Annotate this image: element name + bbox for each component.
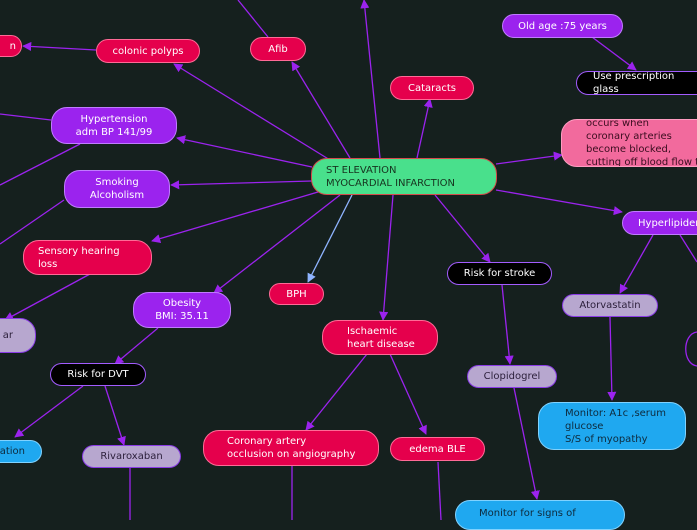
node-heart-attack-definition[interactable]: Heart attack that occurs when coronary a… (561, 119, 697, 167)
node-monitor-for-signs-label: Monitor for signs of (479, 508, 576, 519)
node-left-partial-2[interactable]: ar (0, 318, 36, 353)
node-monitor-a1c-label: Monitor: A1c ,serum glucose S/S of myopa… (565, 407, 666, 445)
node-clopidogrel-label: Clopidogrel (483, 371, 541, 382)
link-center-smoking (170, 180, 313, 190)
link-center-afib (291, 61, 351, 159)
node-left-partial-2-label: ar (2, 330, 13, 341)
link-center-bph (307, 194, 353, 283)
center-node-label: ST ELEVATION MYOCARDIAL INFARCTION (326, 164, 456, 189)
node-left-partial-1[interactable]: n (0, 35, 22, 57)
node-bph[interactable]: BPH (269, 283, 324, 305)
link-center-heart-attack (495, 151, 563, 165)
node-use-prescription-glasses[interactable]: Use prescription glass (576, 71, 697, 95)
link-center-hypertension (176, 135, 313, 168)
node-bph-label: BPH (286, 288, 307, 300)
link-stroke-clopidogrel (501, 284, 514, 365)
node-hypertension-label: Hypertension adm BP 141/99 (75, 113, 153, 138)
link-center-hyperlipidemia (495, 189, 623, 216)
node-colonic-polyps-label: colonic polyps (112, 45, 184, 57)
node-smoking-label: Smoking Alcoholism (89, 177, 145, 201)
node-rivaroxaban[interactable]: Rivaroxaban (82, 445, 181, 468)
node-risk-for-dvt[interactable]: Risk for DVT (50, 363, 146, 386)
link-hypertension-left-2 (0, 143, 81, 186)
node-edema-ble[interactable]: edema BLE (390, 437, 485, 461)
node-risk-for-stroke-label: Risk for stroke (463, 268, 536, 279)
link-hyperlipidemia-right (679, 234, 697, 263)
link-colonic-left (22, 41, 97, 51)
node-left-partial-3-label: ation (0, 446, 25, 457)
link-center-obesity (213, 194, 341, 294)
node-ischaemic-heart-disease[interactable]: Ischaemic heart disease (322, 320, 438, 355)
node-monitor-a1c[interactable]: Monitor: A1c ,serum glucose S/S of myopa… (538, 402, 686, 450)
node-hyperlipidemia-label: Hyperlipidemia (638, 217, 697, 229)
node-left-partial-1-label: n (9, 40, 16, 52)
node-monitor-for-signs[interactable]: Monitor for signs of (455, 500, 625, 530)
link-ischaemic-edema (389, 353, 427, 435)
link-clopidogrel-monitor (513, 387, 540, 500)
link-dvt-rivaroxaban (104, 385, 126, 446)
node-risk-for-dvt-label: Risk for DVT (67, 369, 129, 380)
link-ischaemic-coronary (305, 353, 368, 431)
partial-circle-right (685, 331, 697, 367)
node-hyperlipidemia[interactable]: Hyperlipidemia (622, 211, 697, 235)
node-atorvastatin-label: Atorvastatin (579, 300, 641, 311)
link-hyperlipidemia-atorvastatin (619, 234, 654, 294)
node-risk-for-stroke[interactable]: Risk for stroke (447, 262, 552, 285)
node-old-age[interactable]: Old age :75 years (502, 14, 623, 38)
node-cataracts[interactable]: Cataracts (390, 76, 474, 100)
node-ischaemic-heart-disease-label: Ischaemic heart disease (347, 325, 415, 350)
node-coronary-artery-occlusion-label: Coronary artery occlusion on angiography (227, 436, 356, 460)
node-left-partial-3[interactable]: ation (0, 440, 42, 463)
link-obesity-dvt (114, 327, 159, 365)
node-hypertension[interactable]: Hypertension adm BP 141/99 (51, 107, 177, 144)
node-afib[interactable]: Afib (250, 37, 306, 61)
node-sensory-hearing-loss[interactable]: Sensory hearing loss (23, 240, 152, 275)
link-dvt-left (14, 385, 84, 438)
node-colonic-polyps[interactable]: colonic polyps (96, 39, 200, 63)
node-obesity[interactable]: Obesity BMI: 35.11 (133, 292, 231, 328)
node-rivaroxaban-label: Rivaroxaban (100, 451, 163, 462)
node-coronary-artery-occlusion[interactable]: Coronary artery occlusion on angiography (203, 430, 379, 466)
link-center-stroke (434, 194, 491, 263)
node-atorvastatin[interactable]: Atorvastatin (562, 294, 658, 317)
link-oldage-prescription (591, 36, 637, 71)
node-clopidogrel[interactable]: Clopidogrel (467, 365, 557, 388)
center-node-stemi[interactable]: ST ELEVATION MYOCARDIAL INFARCTION (311, 158, 497, 195)
node-cataracts-label: Cataracts (407, 82, 457, 94)
node-old-age-label: Old age :75 years (518, 20, 607, 32)
link-afib-top (237, 0, 269, 38)
node-use-prescription-glasses-label: Use prescription glass (593, 71, 675, 95)
node-edema-ble-label: edema BLE (409, 443, 466, 455)
link-edema-down (437, 461, 442, 520)
link-center-top (360, 0, 381, 159)
node-sensory-hearing-loss-label: Sensory hearing loss (38, 245, 120, 270)
node-obesity-label: Obesity BMI: 35.11 (155, 298, 209, 322)
link-hearing-left (4, 273, 91, 321)
link-center-ischaemic (379, 194, 394, 321)
link-center-hearing (151, 191, 319, 244)
link-hypertension-left (0, 113, 52, 121)
node-heart-attack-definition-label: Heart attack that occurs when coronary a… (586, 119, 697, 167)
link-smoking-left (0, 199, 65, 245)
link-center-cataracts (416, 98, 433, 159)
node-afib-label: Afib (268, 43, 288, 55)
link-atorvastatin-monitor (607, 316, 617, 401)
node-smoking[interactable]: Smoking Alcoholism (64, 170, 170, 208)
link-center-colonic-polyps (173, 63, 331, 161)
